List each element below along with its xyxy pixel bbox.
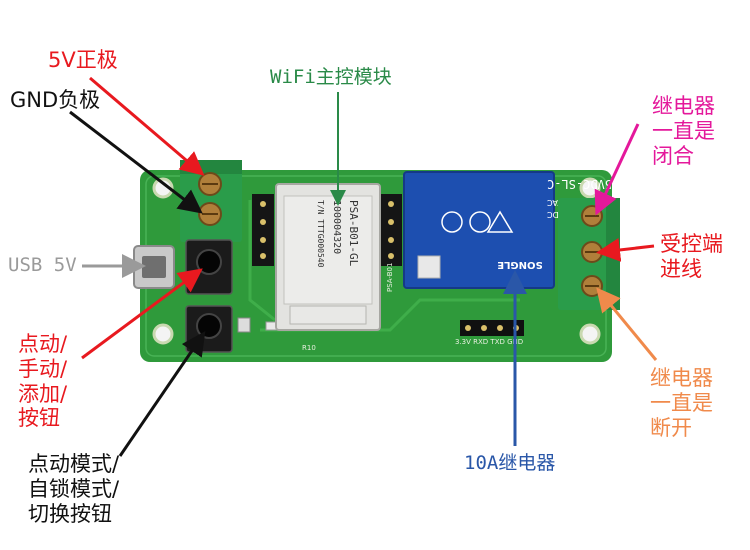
- pointer-mode: [118, 331, 206, 457]
- serial-header: [460, 320, 524, 336]
- pointer-input: [596, 238, 655, 262]
- wifi-module: PSA-B01-GL 100004320 T/N TTTG000540: [275, 183, 381, 331]
- label-mode-switch: 点动模式/ 自锁模式/ 切换按钮: [28, 452, 120, 526]
- silk-module-text: PSA-B01: [386, 263, 394, 292]
- label-relay-always-closed: 继电器 一直是 闭合: [652, 94, 715, 168]
- pointer-button: [81, 268, 203, 360]
- mounting-hole-icon: [152, 177, 174, 199]
- module-serial-text: 100004320: [331, 200, 342, 254]
- relay-terminal-block: [558, 198, 620, 310]
- header-pins-text: 3.3V RXD TXD GND: [455, 338, 523, 346]
- mounting-hole-icon: [152, 323, 174, 345]
- module-model-text: PSA-B01-GL: [347, 200, 360, 267]
- label-5v-positive: 5V正极: [48, 48, 118, 72]
- label-controlled-input: 受控端 进线: [660, 232, 723, 281]
- power-terminal-block: [180, 160, 242, 242]
- mode-switch-button: [185, 305, 233, 353]
- label-button-functions: 点动/ 手动/ 添加/ 按钮: [18, 332, 68, 431]
- mounting-hole-icon: [579, 177, 601, 199]
- relay-brand-text: SONGLE: [497, 259, 543, 270]
- pointer-closed: [594, 123, 640, 216]
- silk-r-text: R10: [302, 344, 316, 352]
- pointer-gnd: [69, 110, 203, 214]
- module-tn-text: T/N TTTG000540: [316, 200, 325, 268]
- pin-header-left: [252, 194, 274, 266]
- label-wifi-module: WiFi主控模块: [270, 66, 392, 88]
- pointer-5v: [89, 76, 205, 176]
- label-relay-always-open: 继电器 一直是 断开: [650, 366, 713, 440]
- pointer-open: [596, 287, 658, 361]
- relay-model-text: SRD-05VDC-SL-C: [547, 177, 648, 191]
- label-usb-5v: USB 5V: [8, 254, 77, 276]
- label-10a-relay: 10A继电器: [464, 452, 556, 474]
- pin-header-right: [380, 194, 402, 266]
- mounting-hole-icon: [579, 323, 601, 345]
- label-gnd-negative: GND负极: [10, 88, 101, 112]
- control-button: [185, 239, 233, 295]
